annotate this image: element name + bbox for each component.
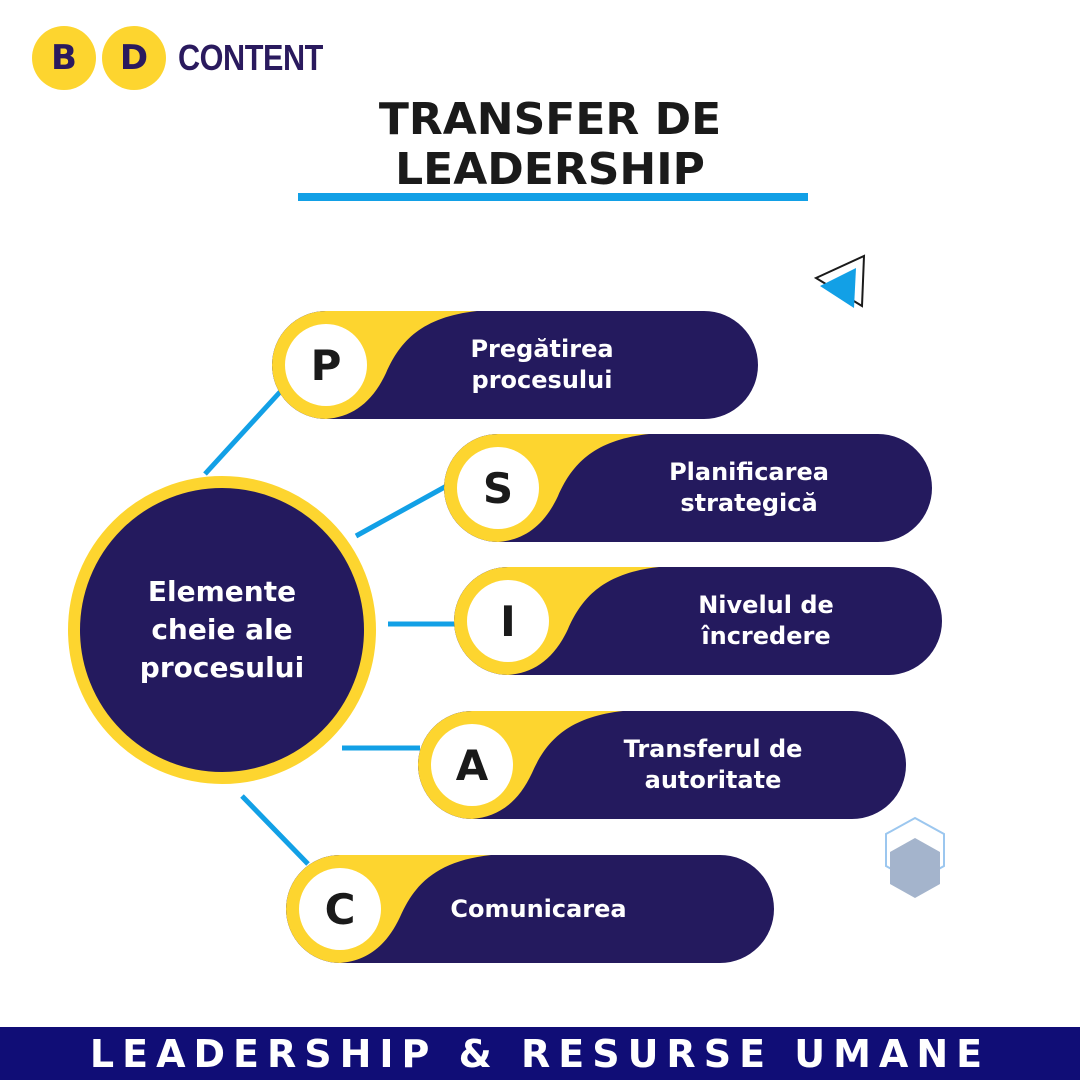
item-label-p: Pregătirea procesului [470,335,614,394]
item-s: S Planificarea strategică [444,434,932,542]
logo-letter-b: B [32,26,96,90]
page-title: TRANSFER DE LEADERSHIP [300,95,800,195]
badge-p: P [278,317,374,413]
logo-letter-d: D [102,26,166,90]
item-label-a: Transferul de autoritate [623,735,803,794]
badge-a: A [424,717,520,813]
badge-s: S [450,440,546,536]
item-i: I Nivelul de încredere [454,567,942,675]
footer-text: LEADERSHIP & RESURSE UMANE [89,1031,991,1076]
triangle-icon [813,254,866,308]
connector-c [240,794,310,866]
logo-text: CONTENT [178,37,323,78]
item-label-i: Nivelul de încredere [698,591,834,650]
item-label-c: Comunicarea [450,894,627,923]
title-line-2: LEADERSHIP [395,144,705,195]
hub-label: Elemente cheie ale procesului [139,575,305,684]
badge-letter-a: A [431,724,513,806]
hub-circle: Elemente cheie ale procesului [68,476,376,784]
hexagon-icon [885,816,945,898]
item-label-s: Planificarea strategică [669,458,829,517]
title-underline [298,193,808,201]
badge-letter-s: S [457,447,539,529]
item-p: P Pregătirea procesului [272,311,758,419]
connector-s [354,480,454,539]
badge-i: I [460,573,556,669]
item-a: A Transferul de autoritate [418,711,906,819]
badge-letter-p: P [285,324,367,406]
footer-banner: LEADERSHIP & RESURSE UMANE [0,1027,1080,1080]
title-line-1: TRANSFER DE [378,94,722,145]
brand-logo: B D CONTENT [32,26,349,90]
connector-p [203,390,282,476]
badge-letter-i: I [467,580,549,662]
item-c: C Comunicarea [286,855,774,963]
badge-letter-c: C [299,868,381,950]
badge-c: C [292,861,388,957]
